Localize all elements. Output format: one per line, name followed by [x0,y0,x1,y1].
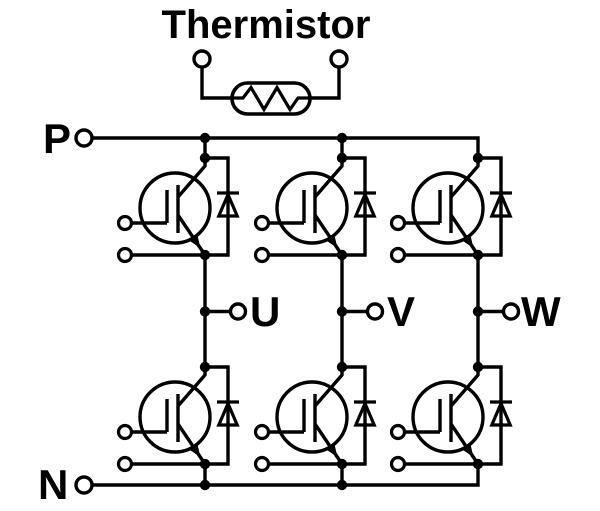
thermistor-wire-right [310,67,341,100]
n-rail-wire [92,464,480,487]
junction-dot [199,132,211,144]
output-w-terminal-circle [501,302,521,321]
n-rail: N [38,461,480,508]
output-w: W [472,288,561,335]
thermistor-terminal-right [329,49,349,69]
igbt-lower-v [253,360,378,473]
thermistor-zigzag [232,84,310,113]
junction-dot [472,306,484,317]
thermistor-label: Thermistor [162,3,371,47]
thermistor-component: Thermistor [162,3,371,116]
output-u-label: U [250,288,280,335]
output-u: U [199,288,280,335]
junction-dot [199,306,211,317]
thermistor-terminal-left [192,49,212,69]
p-rail-label: P [43,115,71,162]
p-rail-wire [92,136,480,158]
p-terminal-circle [74,128,94,148]
igbt-lower-w [389,360,514,473]
igbt-lower-u [116,360,241,473]
junction-dot [336,306,348,317]
output-v-label: V [387,288,415,335]
thermistor-wire-left [200,67,232,100]
igbt-upper-u [116,151,241,264]
junction-dot [336,479,348,491]
junction-dot [336,132,348,144]
output-v-terminal-circle [365,302,385,321]
junction-dot [199,479,211,491]
output-w-label: W [521,288,561,335]
n-terminal-circle [74,475,94,495]
p-rail: P [43,115,480,162]
output-v: V [336,288,415,335]
igbt-upper-v [253,151,378,264]
igbt-upper-w [389,151,514,264]
n-rail-label: N [38,461,68,508]
output-u-terminal-circle [228,302,248,321]
